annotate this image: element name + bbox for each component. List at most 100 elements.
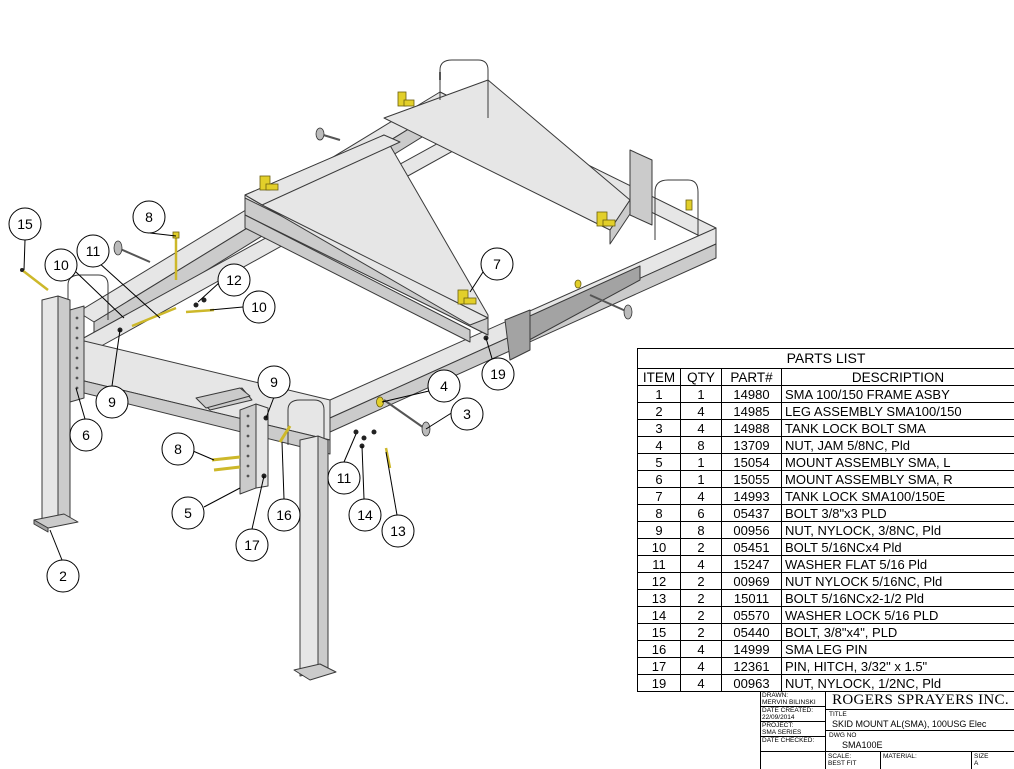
qty-cell: 8	[681, 437, 722, 454]
callout-label: 12	[226, 272, 242, 288]
qty-cell: 2	[681, 624, 722, 641]
project-label: PROJECT:	[762, 722, 825, 729]
date-checked-label: DATE CHECKED:	[762, 737, 825, 744]
part-number-cell: 05437	[722, 505, 782, 522]
description-cell: NUT, NYLOCK, 1/2NC, Pld	[782, 675, 1014, 692]
callout-label: 8	[174, 441, 182, 457]
part-number-cell: 14985	[722, 403, 782, 420]
callout-label: 8	[145, 209, 153, 225]
part-number-cell: 12361	[722, 658, 782, 675]
part-number-cell: 05570	[722, 607, 782, 624]
size-value: A	[974, 760, 978, 767]
callout-9: 9	[258, 366, 290, 398]
column-header-description: DESCRIPTION	[782, 369, 1014, 386]
company-name: ROGERS SPRAYERS INC.	[826, 692, 1014, 710]
item-cell: 14	[638, 607, 681, 624]
drawing-number: SMA100E	[842, 740, 883, 750]
callout-4: 4	[428, 370, 460, 402]
item-cell: 17	[638, 658, 681, 675]
description-cell: NUT, NYLOCK, 3/8NC, Pld	[782, 522, 1014, 539]
description-cell: WASHER LOCK 5/16 PLD	[782, 607, 1014, 624]
title-label: TITLE	[829, 711, 847, 718]
description-cell: PIN, HITCH, 3/32" x 1.5"	[782, 658, 1014, 675]
date-created-value: 22/09/2014	[762, 714, 825, 721]
item-cell: 6	[638, 471, 681, 488]
description-cell: MOUNT ASSEMBLY SMA, L	[782, 454, 1014, 471]
drawing-title: SKID MOUNT AL(SMA), 100USG Elec	[832, 719, 986, 729]
callout-5: 5	[172, 497, 204, 529]
item-cell: 7	[638, 488, 681, 505]
part-number-cell: 05440	[722, 624, 782, 641]
drawn-label: DRAWN:	[762, 692, 825, 699]
part-number-cell: 13709	[722, 437, 782, 454]
title-block-info-column: DRAWN: MERVIN BILINSKI DATE CREATED: 22/…	[761, 692, 826, 769]
callout-label: 15	[17, 216, 33, 232]
qty-cell: 8	[681, 522, 722, 539]
size-label: SIZE	[974, 753, 988, 760]
description-cell: BOLT 5/16NCx2-1/2 Pld	[782, 590, 1014, 607]
description-cell: BOLT, 3/8"x4", PLD	[782, 624, 1014, 641]
item-cell: 4	[638, 437, 681, 454]
part-number-cell: 15011	[722, 590, 782, 607]
qty-cell: 4	[681, 488, 722, 505]
column-header-item: ITEM	[638, 369, 681, 386]
qty-cell: 2	[681, 573, 722, 590]
qty-cell: 4	[681, 675, 722, 692]
callout-11: 11	[328, 462, 360, 494]
qty-cell: 4	[681, 658, 722, 675]
callout-label: 13	[390, 523, 406, 539]
callout-3: 3	[451, 398, 483, 430]
callout-8: 8	[162, 433, 194, 465]
part-number-cell: 14980	[722, 386, 782, 403]
callout-9: 9	[96, 386, 128, 418]
description-cell: MOUNT ASSEMBLY SMA, R	[782, 471, 1014, 488]
callout-label: 5	[184, 505, 192, 521]
qty-cell: 1	[681, 454, 722, 471]
parts-list-title: PARTS LIST	[638, 349, 1014, 369]
size-cell: SIZE A	[972, 752, 1014, 769]
callout-label: 16	[276, 507, 292, 523]
callout-label: 19	[490, 366, 506, 382]
callout-13: 13	[382, 515, 414, 547]
description-cell: NUT NYLOCK 5/16NC, Pld	[782, 573, 1014, 590]
part-number-cell: 00956	[722, 522, 782, 539]
qty-cell: 1	[681, 386, 722, 403]
callout-label: 9	[270, 374, 278, 390]
project-value: SMA SERIES	[762, 729, 825, 736]
parts-list-header-row: ITEM QTY PART# DESCRIPTION	[638, 369, 1014, 386]
column-header-part: PART#	[722, 369, 782, 386]
qty-cell: 1	[681, 471, 722, 488]
scale-value: BEST FIT	[828, 760, 856, 767]
callout-7: 7	[481, 248, 513, 280]
item-cell: 11	[638, 556, 681, 573]
description-cell: TANK LOCK SMA100/150E	[782, 488, 1014, 505]
title-block: DRAWN: MERVIN BILINSKI DATE CREATED: 22/…	[760, 691, 1014, 769]
qty-cell: 4	[681, 556, 722, 573]
callout-10: 10	[45, 249, 77, 281]
qty-cell: 4	[681, 420, 722, 437]
qty-cell: 4	[681, 641, 722, 658]
description-cell: BOLT 3/8"x3 PLD	[782, 505, 1014, 522]
date-created-label: DATE CREATED:	[762, 707, 825, 714]
callout-label: 3	[463, 406, 471, 422]
scale-cell: SCALE: BEST FIT	[826, 752, 881, 769]
qty-cell: 6	[681, 505, 722, 522]
callout-17: 17	[236, 529, 268, 561]
scale-label: SCALE:	[828, 753, 851, 760]
description-cell: BOLT 5/16NCx4 Pld	[782, 539, 1014, 556]
item-cell: 10	[638, 539, 681, 556]
callout-label: 9	[108, 394, 116, 410]
item-cell: 19	[638, 675, 681, 692]
item-cell: 2	[638, 403, 681, 420]
